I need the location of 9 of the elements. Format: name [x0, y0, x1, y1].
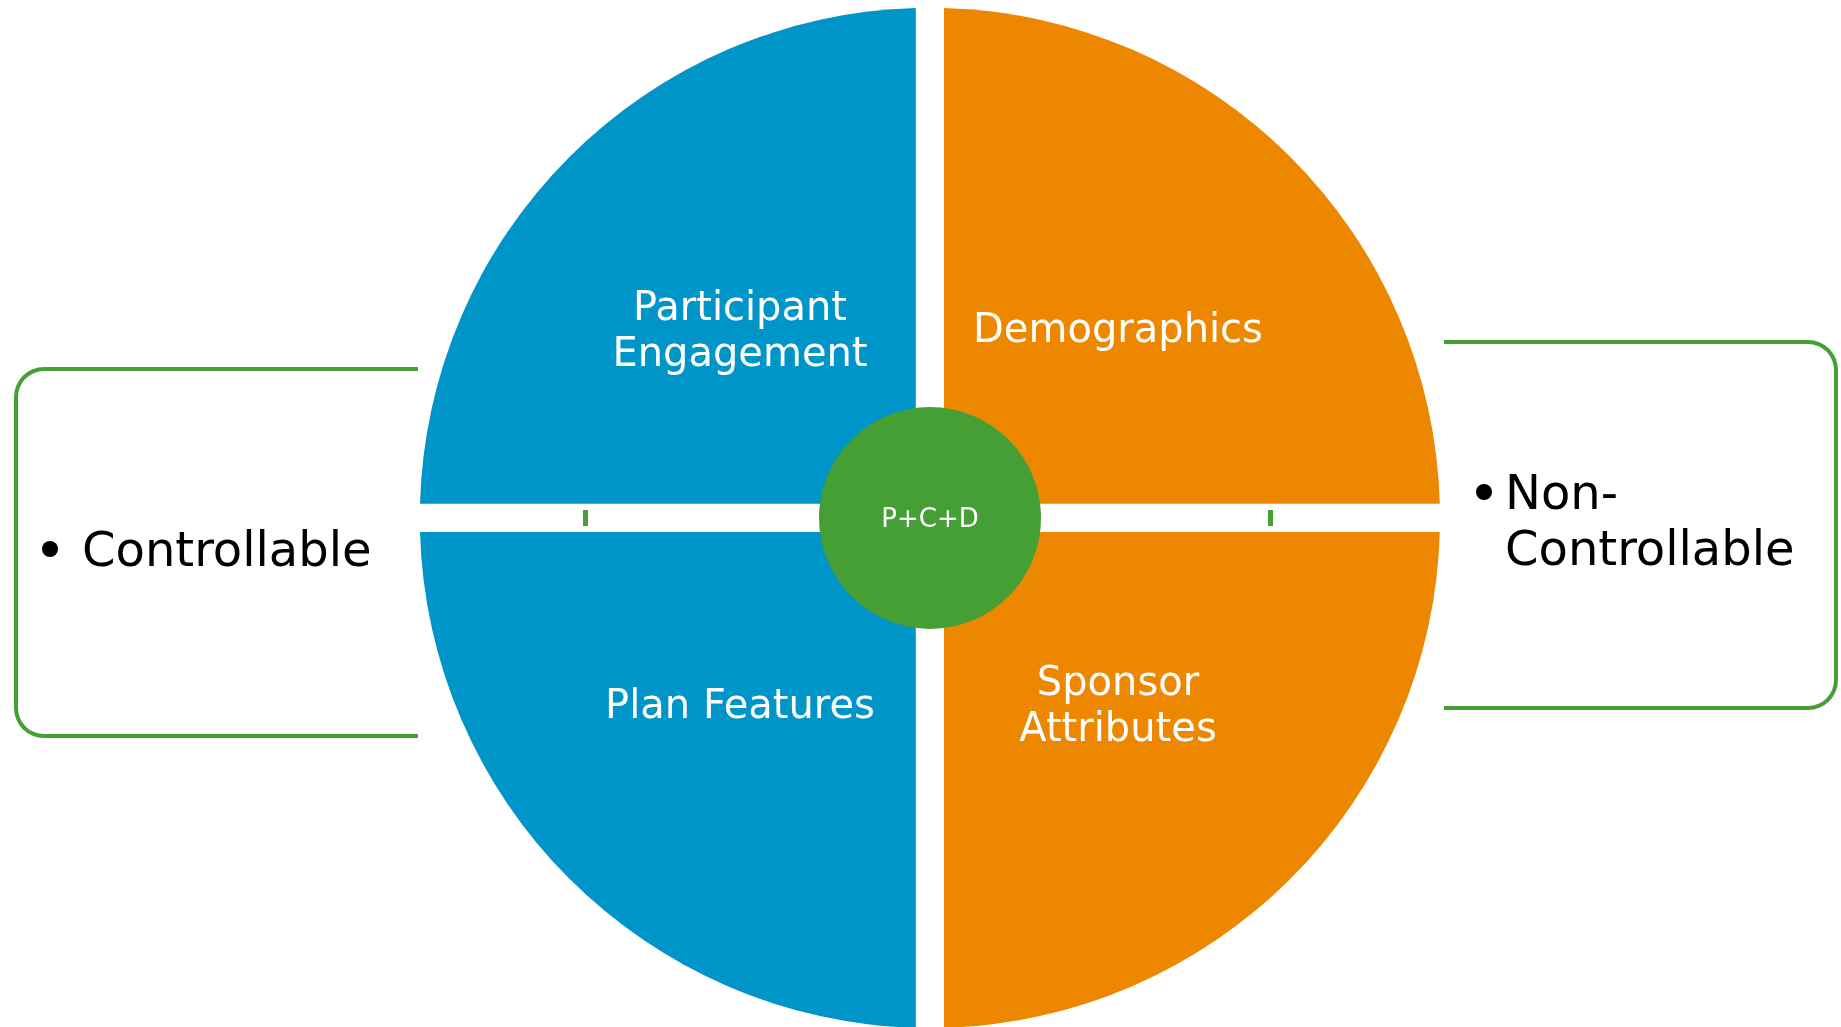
category-label: Non- Controllable	[1505, 464, 1796, 576]
bracket	[1444, 340, 1838, 710]
category-label: Controllable	[82, 521, 373, 577]
quadrant-label: Sponsor Attributes	[1018, 658, 1218, 750]
quadrant-label: Demographics	[972, 305, 1264, 351]
bracket	[14, 367, 418, 738]
center-label: P+C+D	[881, 503, 979, 533]
quadrant-label: Participant Engagement	[611, 283, 869, 375]
quadrant-label: Plan Features	[604, 681, 876, 727]
